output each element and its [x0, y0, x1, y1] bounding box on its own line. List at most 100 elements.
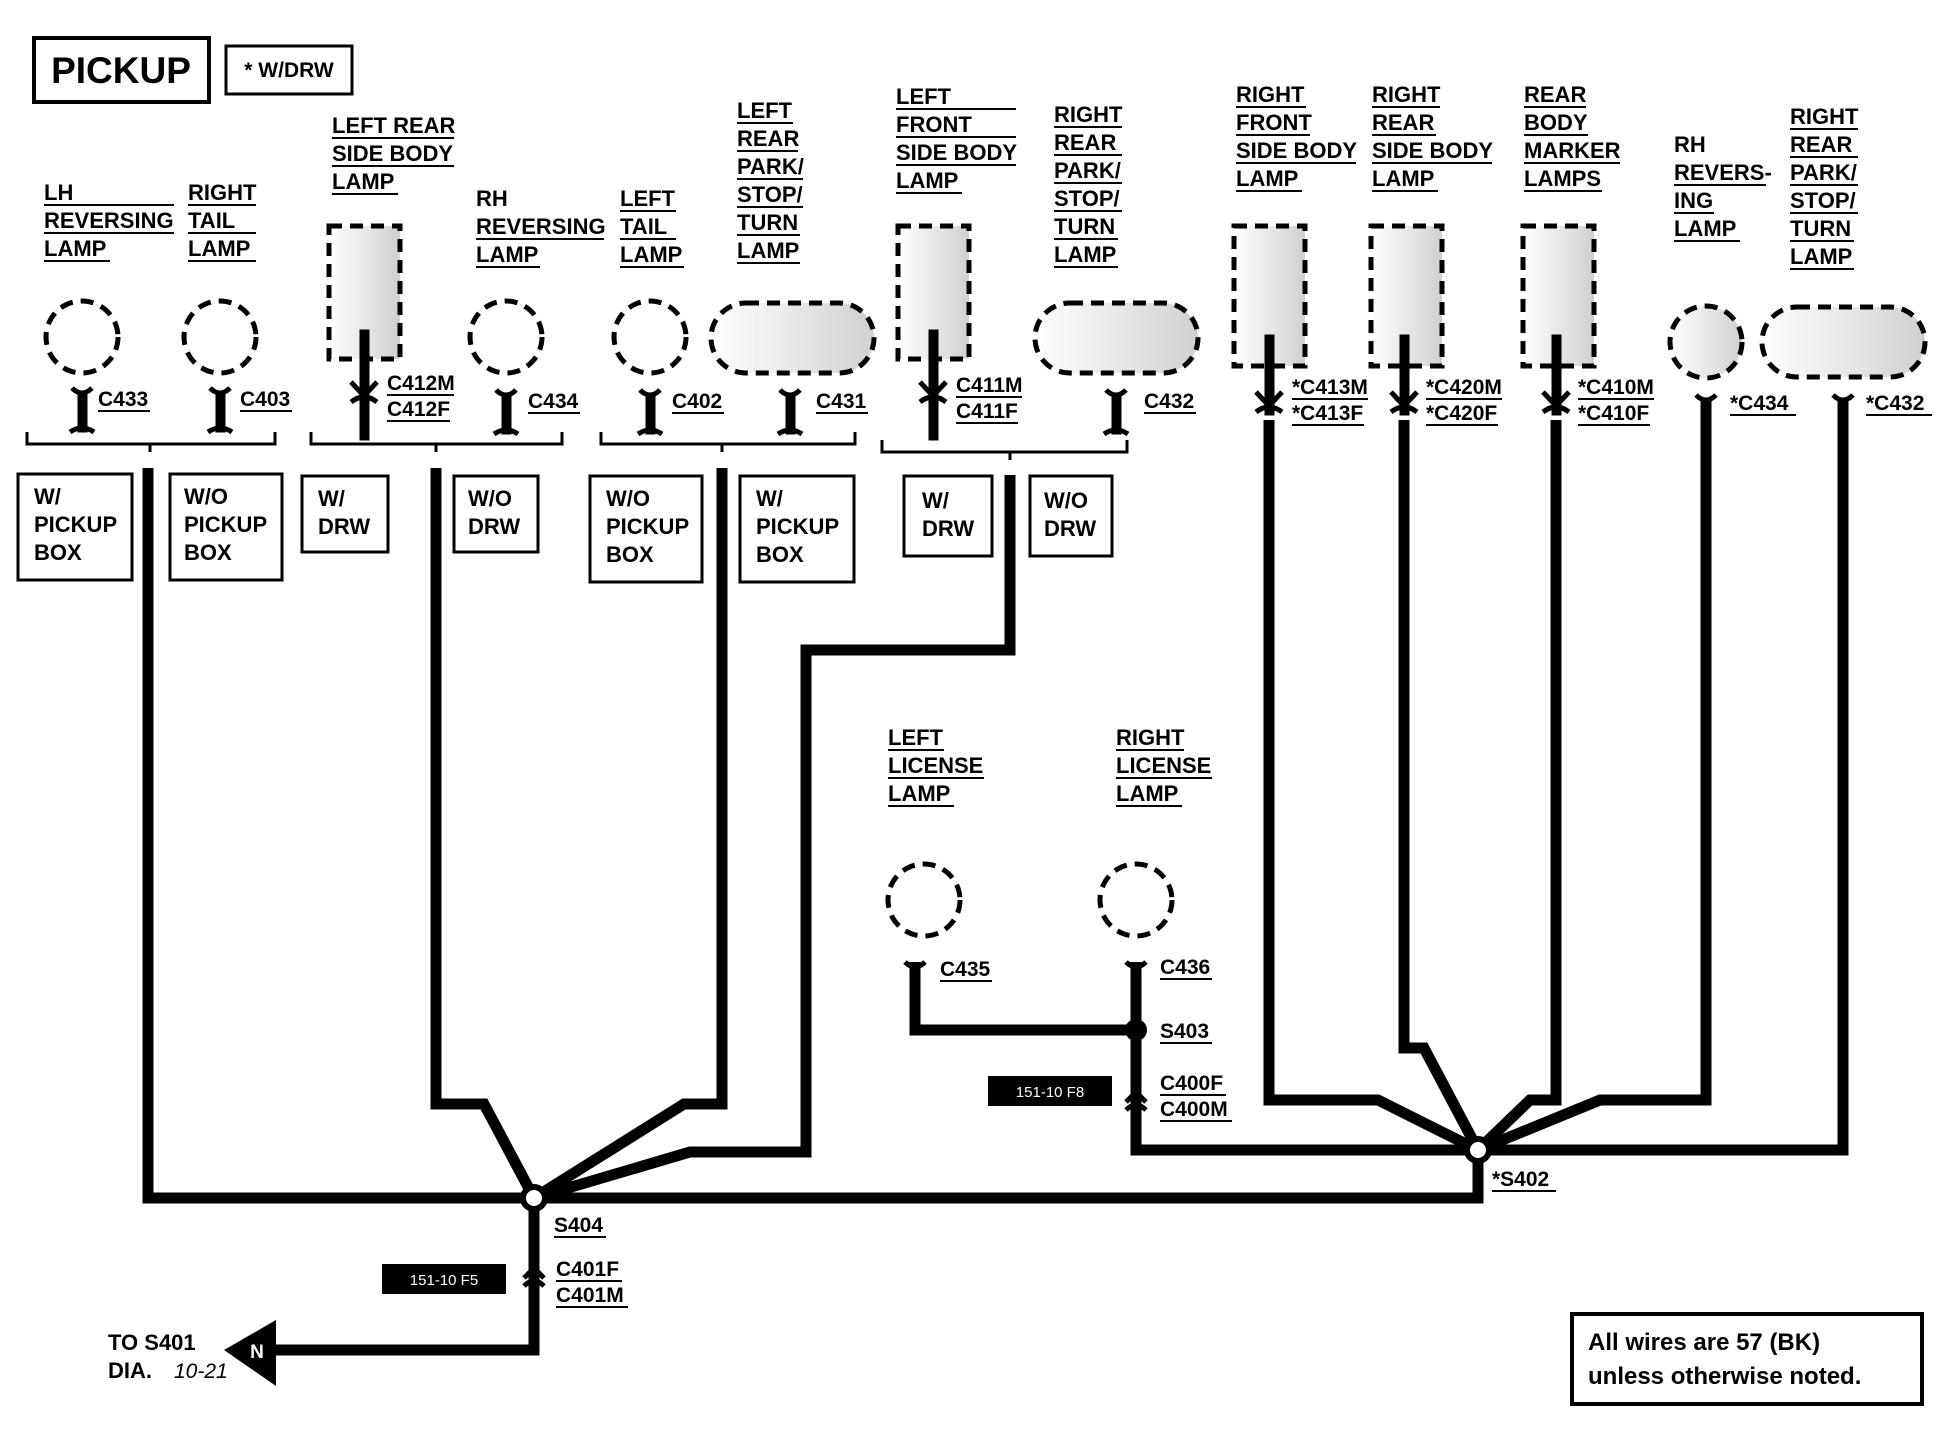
svg-text:C412M: C412M: [387, 372, 455, 395]
connector-c412-symbol: [349, 329, 379, 441]
svg-text:151-10 F8: 151-10 F8: [1016, 1084, 1084, 1101]
svg-text:C401F: C401F: [556, 1258, 619, 1281]
svg-text:*C434: *C434: [1730, 392, 1789, 415]
connector-c435-symbol: [903, 960, 927, 970]
svg-text:*C413M: *C413M: [1292, 376, 1368, 399]
to-s401-label: TO S401: [108, 1330, 196, 1355]
svg-text:BOX: BOX: [184, 540, 232, 565]
svg-text:S403: S403: [1160, 1020, 1209, 1043]
connector-c420f: *C420F: [1426, 402, 1498, 426]
splice-labels: S404 S403 *S402: [554, 1020, 1556, 1238]
svg-text:C435: C435: [940, 958, 991, 981]
svg-text:*C420F: *C420F: [1426, 402, 1497, 425]
svg-text:C436: C436: [1160, 956, 1210, 979]
splice-s404: [520, 1184, 548, 1212]
svg-text:RIGHT: RIGHT: [1116, 725, 1185, 750]
svg-text:LICENSE: LICENSE: [888, 753, 983, 778]
svg-text:STOP/: STOP/: [1054, 186, 1120, 211]
connector-c420m: *C420M: [1426, 376, 1502, 400]
svg-text:LAMP: LAMP: [44, 236, 106, 261]
bracket-left-4: [880, 440, 1129, 460]
connector-c400m: C400M: [1160, 1098, 1232, 1122]
connector-c434-drw: *C434: [1730, 392, 1796, 416]
svg-text:PARK/: PARK/: [1790, 160, 1857, 185]
wire-s404-down: [272, 1198, 540, 1356]
svg-text:SIDE BODY: SIDE BODY: [332, 141, 453, 166]
connector-c436-symbol: [1124, 960, 1148, 970]
connector-c435: C435: [940, 958, 992, 982]
svg-text:REAR: REAR: [1054, 130, 1116, 155]
connector-c434-drw-symbol: [1694, 393, 1718, 403]
connector-c402: C402: [672, 390, 724, 414]
svg-text:RH: RH: [1674, 132, 1706, 157]
svg-text:LAMP: LAMP: [1790, 244, 1852, 269]
wire-group2: [430, 468, 539, 1201]
svg-text:STOP/: STOP/: [737, 182, 803, 207]
svg-text:LAMP: LAMP: [1372, 166, 1434, 191]
svg-text:REVERSING: REVERSING: [476, 214, 606, 239]
svg-text:ING: ING: [1674, 188, 1713, 213]
svg-text:LAMP: LAMP: [896, 168, 958, 193]
svg-text:*C410F: *C410F: [1578, 402, 1649, 425]
connector-c410-symbol: [1541, 334, 1571, 416]
svg-text:C411M: C411M: [956, 374, 1023, 397]
svg-text:W/O: W/O: [606, 486, 650, 511]
svg-text:C412F: C412F: [387, 398, 450, 421]
connector-c433: C433: [98, 388, 150, 412]
connector-c403: C403: [240, 388, 292, 412]
svg-text:RIGHT: RIGHT: [1054, 102, 1123, 127]
splices: [520, 1019, 1492, 1212]
connector-c412m: C412M: [387, 372, 455, 396]
svg-text:MARKER: MARKER: [1524, 138, 1621, 163]
svg-text:LAMP: LAMP: [188, 236, 250, 261]
connector-c433-symbol: [68, 386, 96, 435]
svg-text:LEFT: LEFT: [620, 186, 676, 211]
ground-triangle-icon: [224, 1320, 276, 1386]
svg-text:*C420M: *C420M: [1426, 376, 1502, 399]
svg-text:LAMP: LAMP: [332, 169, 394, 194]
svg-text:W/O: W/O: [468, 486, 512, 511]
svg-text:LAMP: LAMP: [1674, 216, 1736, 241]
svg-text:unless otherwise noted.: unless otherwise noted.: [1588, 1363, 1861, 1390]
svg-text:REVERSING: REVERSING: [44, 208, 174, 233]
locator-tag-400: 151-10 F8: [988, 1076, 1112, 1106]
svg-text:*C413F: *C413F: [1292, 402, 1363, 425]
ground-symbol: N: [250, 1342, 264, 1363]
title-block: PICKUP * W/DRW: [32, 36, 354, 104]
connector-glyphs: [68, 329, 1855, 1288]
splice-label-s402: *S402: [1492, 1168, 1556, 1192]
connector-c412f: C412F: [387, 398, 450, 422]
svg-text:FRONT: FRONT: [896, 112, 972, 137]
connector-c432: C432: [1144, 390, 1196, 414]
connector-c432-drw-symbol: [1831, 393, 1855, 403]
lamp-rh-reversing: [467, 298, 545, 376]
wire-c435: [909, 962, 1136, 1036]
connector-c400-symbol: [1124, 1088, 1148, 1112]
svg-text:TURN: TURN: [737, 210, 798, 235]
svg-text:C432: C432: [1144, 390, 1194, 413]
svg-text:LAMP: LAMP: [476, 242, 538, 267]
svg-text:PARK/: PARK/: [737, 154, 804, 179]
svg-text:REAR: REAR: [737, 126, 799, 151]
wire-c413: [1263, 420, 1481, 1155]
connector-c420-symbol: [1389, 334, 1419, 416]
svg-text:C433: C433: [98, 388, 148, 411]
svg-text:LEFT REAR: LEFT REAR: [332, 113, 456, 138]
connector-c436: C436: [1160, 956, 1212, 980]
svg-text:C402: C402: [672, 390, 722, 413]
wire-c420: [1398, 420, 1483, 1153]
lamps: [43, 223, 1928, 939]
svg-text:W/: W/: [922, 488, 949, 513]
